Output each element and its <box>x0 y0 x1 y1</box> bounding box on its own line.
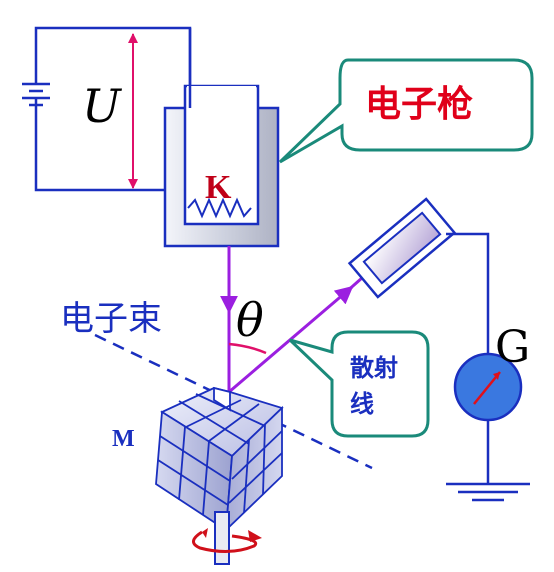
cathode-label: K <box>205 169 232 206</box>
crystal-label: M <box>112 426 135 452</box>
electron-gun <box>163 28 280 248</box>
galvanometer-circuit <box>446 232 530 502</box>
electron-beam-label: 电子束 <box>60 299 162 339</box>
rotation-arrow-icon <box>192 528 262 553</box>
scattered-line-callout <box>288 330 430 438</box>
battery-icon <box>22 82 50 107</box>
rotation-shaft <box>214 511 230 565</box>
crystal-cube <box>155 386 284 533</box>
electron-gun-callout <box>278 58 534 164</box>
scattered-label-line2: 线 <box>350 390 374 418</box>
angle-label: θ <box>236 293 264 347</box>
electron-gun-label: 电子枪 <box>365 84 473 125</box>
galvanometer-label: G <box>495 322 530 373</box>
angle-arc <box>228 342 267 355</box>
detector <box>347 197 457 299</box>
crystal-plane-dashed-line <box>94 333 373 470</box>
voltage-label: U <box>82 79 123 133</box>
scattered-label-line1: 散射 <box>350 354 398 382</box>
